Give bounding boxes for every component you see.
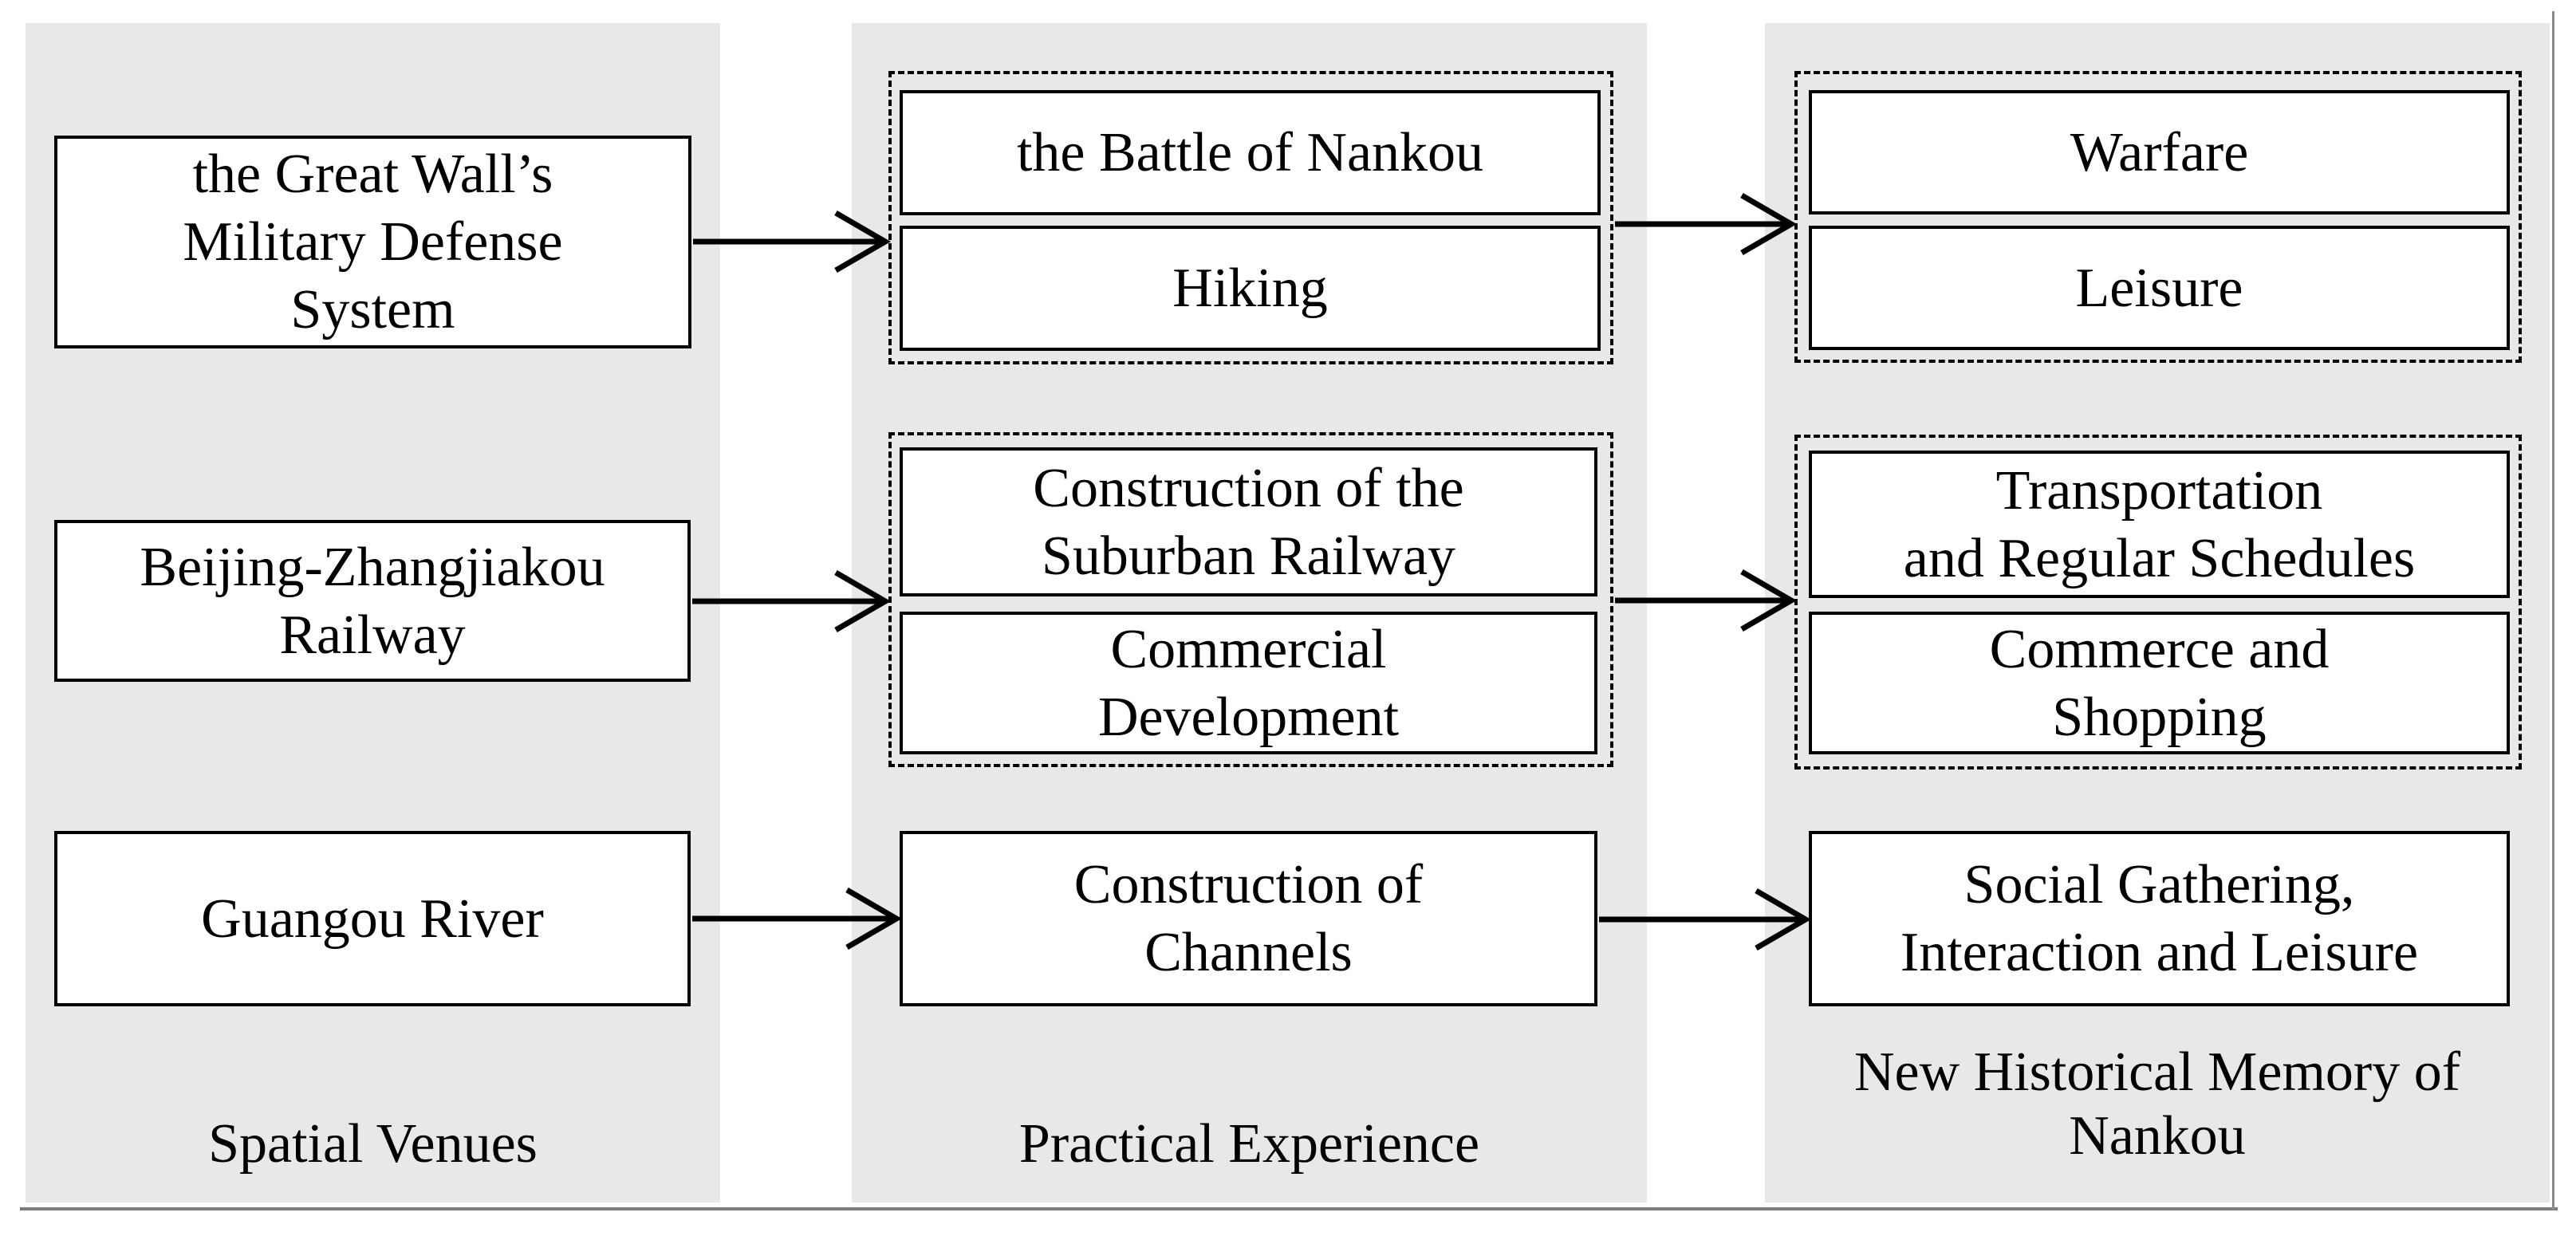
box-hiking: Hiking (900, 226, 1601, 351)
box-beijing-zhangjiakou-railway: Beijing-Zhangjiakou Railway (54, 520, 691, 682)
box-construction-of-channels: Construction of Channels (900, 831, 1597, 1006)
box-construction-suburban-railway: Construction of the Suburban Railway (900, 447, 1597, 596)
box-guangou-river: Guangou River (54, 831, 691, 1006)
box-social-gathering-interaction-leisure: Social Gathering, Interaction and Leisur… (1809, 831, 2510, 1006)
box-transportation-regular-schedules: Transportation and Regular Schedules (1809, 451, 2510, 598)
page-bottom-rule (20, 1207, 2558, 1210)
label-spatial-venues: Spatial Venues (208, 1113, 538, 1175)
box-commercial-development: Commercial Development (900, 612, 1597, 754)
label-practical-experience: Practical Experience (1018, 1113, 1480, 1175)
page-right-rule (2552, 11, 2554, 1210)
box-commerce-shopping: Commerce and Shopping (1809, 612, 2510, 754)
box-great-wall-military-defense-system: the Great Wall’s Military Defense System (54, 136, 691, 348)
box-leisure: Leisure (1809, 226, 2510, 350)
box-battle-of-nankou: the Battle of Nankou (900, 90, 1601, 215)
box-warfare: Warfare (1809, 90, 2510, 215)
label-new-historical-memory-of-nankou: New Historical Memory of Nankou (1853, 1041, 2461, 1167)
